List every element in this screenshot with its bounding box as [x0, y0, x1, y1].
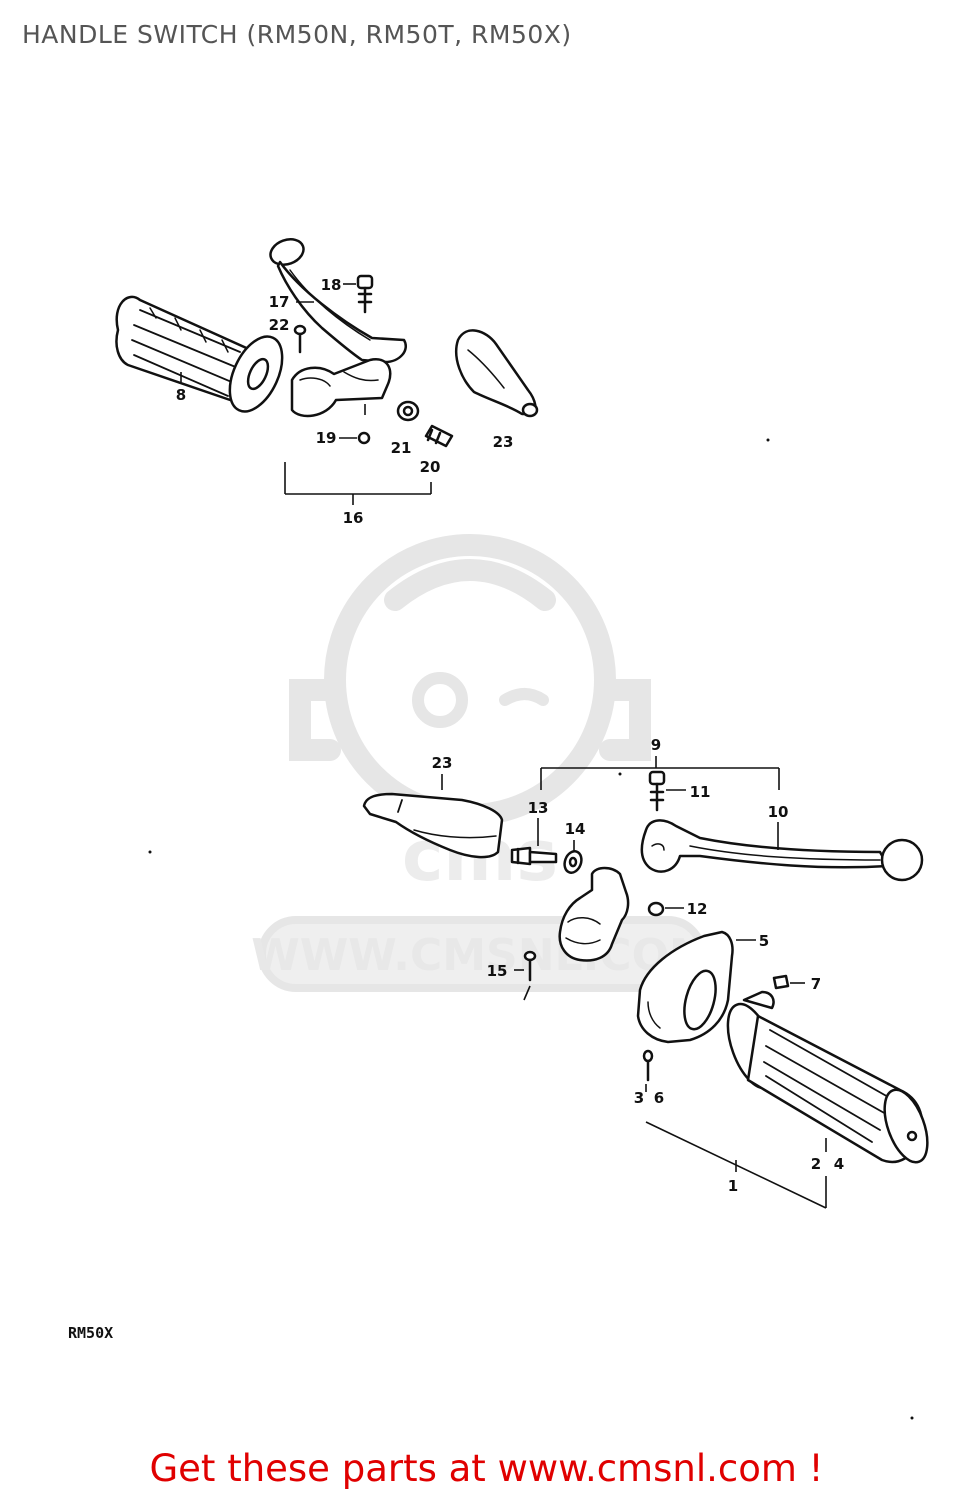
label-part-7: 7	[811, 975, 821, 993]
scan-specks	[148, 438, 914, 1420]
brake-lever-holder	[558, 866, 630, 962]
part-7-screw	[772, 974, 790, 990]
part-5-throttle-housing	[636, 930, 734, 1044]
part-19-nut	[357, 431, 371, 445]
label-part-4: 4	[834, 1155, 844, 1173]
label-part-20: 20	[420, 458, 441, 476]
part-11-pivot-bolt	[648, 770, 666, 812]
watermark-logo-wrench-right	[599, 679, 651, 761]
watermark	[258, 534, 706, 992]
watermark-logo-wrench	[289, 679, 341, 761]
label-part-23-top: 23	[493, 433, 514, 451]
label-part-21: 21	[391, 439, 412, 457]
label-part-22: 22	[269, 316, 290, 334]
part-15-screw	[523, 950, 537, 982]
label-part-11: 11	[690, 783, 711, 801]
part-16-lever-holder	[290, 358, 392, 418]
label-part-2: 2	[811, 1155, 821, 1173]
label-part-10: 10	[768, 803, 789, 821]
watermark-logo-goggles	[384, 559, 556, 611]
label-part-17: 17	[269, 293, 290, 311]
part-18-pivot-bolt	[356, 274, 374, 314]
part-10-brake-lever	[640, 819, 924, 882]
page-title: HANDLE SWITCH (RM50N, RM50T, RM50X)	[22, 20, 572, 49]
label-part-15: 15	[487, 962, 508, 980]
cta-link[interactable]: Get these parts at www.cmsnl.com !	[149, 1447, 824, 1490]
label-part-9: 9	[651, 736, 661, 754]
part-12-nut	[647, 901, 665, 917]
label-part-1: 1	[728, 1177, 738, 1195]
part-2-4-grip-right	[726, 990, 929, 1164]
part-21-washer	[396, 400, 420, 422]
label-part-14: 14	[565, 820, 586, 838]
label-part-12: 12	[687, 900, 708, 918]
label-part-3: 3	[634, 1089, 644, 1107]
part-3-6-screw	[642, 1049, 654, 1082]
part-22-screw	[293, 324, 307, 354]
watermark-logo-eye	[412, 672, 468, 728]
label-part-8: 8	[176, 386, 186, 404]
part-14-washer	[563, 850, 583, 874]
bottom-leader-lines	[441, 756, 827, 1209]
label-part-18: 18	[321, 276, 342, 294]
label-part-16: 16	[343, 509, 364, 527]
top-leader-lines	[180, 283, 432, 505]
part-23-lever-cover-top	[455, 329, 539, 418]
part-13-adjuster-bolt	[510, 846, 558, 866]
label-part-5: 5	[759, 932, 769, 950]
watermark-logo-ring	[324, 534, 616, 826]
model-code: RM50X	[68, 1324, 114, 1342]
part-8-grip-left	[115, 295, 284, 413]
label-part-6: 6	[654, 1089, 664, 1107]
label-part-19: 19	[316, 429, 337, 447]
label-part-23-bottom: 23	[432, 754, 453, 772]
watermark-url: WWW.CMSNL.COM	[251, 930, 713, 981]
label-part-13: 13	[528, 799, 549, 817]
watermark-logo-wink	[499, 688, 549, 706]
part-20-adjuster	[424, 424, 454, 448]
part-23-lever-cover-bottom	[362, 792, 504, 859]
